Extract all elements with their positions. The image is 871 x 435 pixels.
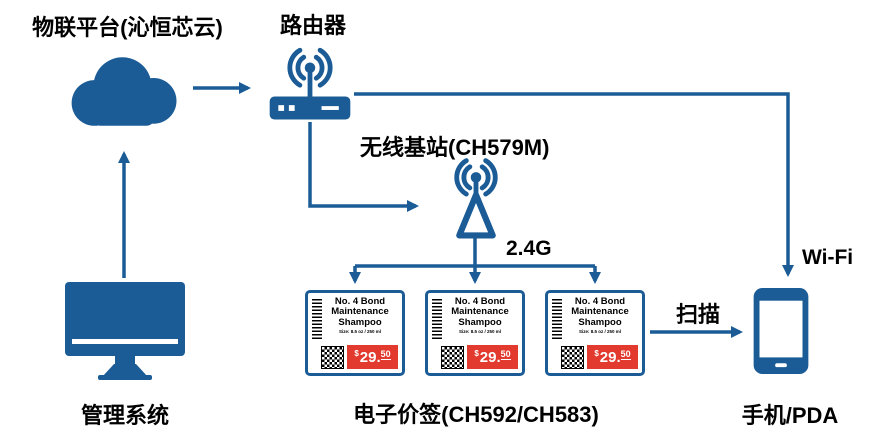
price-tag: No. 4 Bond Maintenance Shampoo Size: 8.5… [305,290,405,376]
tag-size-text: Size: 8.5 oz / 250 ml [578,329,622,335]
management-label: 管理系统 [80,403,169,428]
qr-code-icon [561,346,584,369]
tag-size-text: Size: 8.5 oz / 250 ml [458,329,502,335]
rf-2-4g-label: 2.4G [506,237,552,260]
tag-top: No. 4 Bond Maintenance Shampoo Size: 8.5… [552,296,638,345]
basestation-label: 无线基站(CH579M) [360,135,550,160]
router-label: 路由器 [279,13,346,38]
tag-price: $29.50 [587,345,638,369]
qr-code-icon [441,346,464,369]
platform-label: 物联平台(沁恒芯云) [32,15,223,40]
barcode-icon [552,299,562,341]
qr-code-icon [321,346,344,369]
basestation-icon [428,158,524,246]
phone-icon [753,288,809,374]
barcode-icon [432,299,442,341]
price-tag: No. 4 Bond Maintenance Shampoo Size: 8.5… [545,290,645,376]
tag-size-text: Size: 8.5 oz / 250 ml [338,329,382,335]
price-tag: No. 4 Bond Maintenance Shampoo Size: 8.5… [425,290,525,376]
tag-price: $29.50 [347,345,398,369]
cloud-icon [55,48,190,133]
tag-title: No. 4 Bond Maintenance Shampoo [451,296,509,328]
tag-title: No. 4 Bond Maintenance Shampoo [331,296,389,328]
barcode-icon [312,299,322,341]
scan-label: 扫描 [676,302,721,327]
wifi-label: Wi-Fi [802,246,854,269]
arrow-router-to-phone-wifi [354,92,794,277]
phone-label: 手机/PDA [741,403,839,428]
tag-price: $29.50 [467,345,518,369]
router-icon [262,42,358,128]
tag-top: No. 4 Bond Maintenance Shampoo Size: 8.5… [312,296,398,345]
tag-title: No. 4 Bond Maintenance Shampoo [571,296,629,328]
esl-label: 电子价签(CH592/CH583) [353,402,599,427]
tag-top: No. 4 Bond Maintenance Shampoo Size: 8.5… [432,296,518,345]
computer-icon [60,282,190,382]
